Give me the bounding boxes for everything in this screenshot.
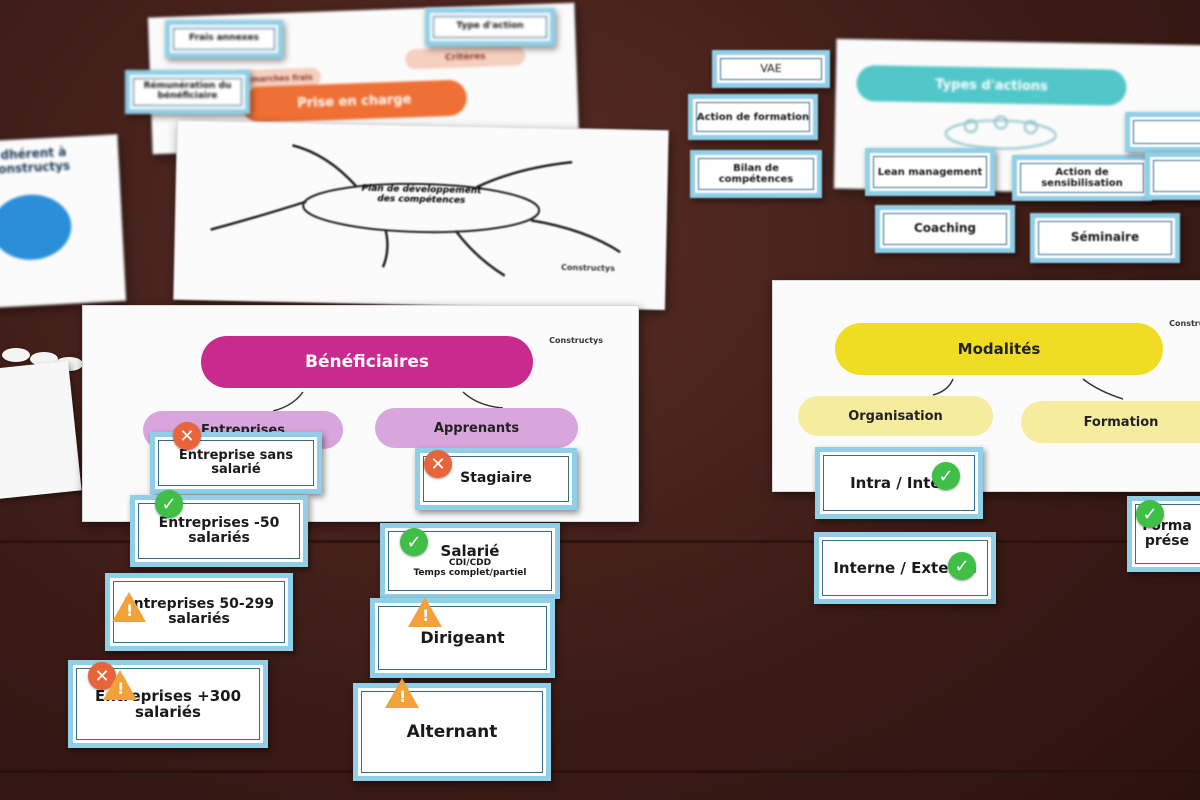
blue-circle-shape	[0, 192, 73, 262]
benef-logo: Constructys	[549, 336, 603, 345]
warning-icon: !	[112, 592, 146, 622]
card-entreprises-plus-300: Entreprises +300 salariés	[68, 660, 268, 748]
card-intra-inter: Intra / Inter	[815, 447, 983, 519]
x-icon: ✕	[424, 450, 452, 478]
adherent-line2: onstructys	[0, 158, 71, 177]
pill-prise-en-charge: Prise en charge	[241, 79, 468, 124]
check-icon: ✓	[400, 528, 428, 556]
sheet-plan-developpement: Plan de développement des compétences Co…	[173, 119, 669, 311]
check-icon: ✓	[948, 552, 976, 580]
salarie-sub1: CDI/CDD	[448, 558, 492, 569]
card-entreprise-sans-salarie: Entreprise sans salarié	[150, 432, 322, 494]
card-frais-annexes: Frais annexes	[165, 20, 283, 58]
card-bilan-competences: Bilan de compétences	[690, 150, 822, 198]
envelope	[0, 360, 82, 500]
table-seam	[0, 540, 1200, 543]
pill-apprenants: Apprenants	[375, 408, 578, 448]
card-vae: VAE	[712, 50, 830, 88]
sheet-modalites: Modalités Constructys Organisation Forma…	[772, 280, 1200, 492]
white-disk	[2, 348, 30, 362]
salarie-label: Salarié	[440, 541, 500, 560]
sheet-types-actions: Types d'actions	[833, 38, 1200, 196]
plan-title: Plan de développement des compétences	[361, 183, 482, 206]
sheet-left-adherent: dhérent à onstructys	[0, 134, 127, 309]
pill-criteres: Critères	[405, 45, 526, 70]
plan-diagram-arrows	[210, 144, 621, 277]
warning-icon: !	[408, 597, 442, 627]
check-icon: ✓	[155, 490, 183, 518]
pill-organisation: Organisation	[798, 396, 993, 436]
table-seam	[0, 770, 1200, 773]
pill-beneficiaires: Bénéficiaires	[201, 336, 533, 388]
card-type-action: Type d'action	[425, 8, 555, 46]
plan-logo: Constructys	[560, 262, 616, 274]
card-partial-right-2	[1145, 152, 1200, 200]
salarie-sub2: Temps complet/partiel	[413, 568, 527, 579]
card-action-sensibilisation: Action de sensibilisation	[1012, 155, 1152, 201]
pill-types-actions: Types d'actions	[856, 65, 1127, 106]
card-entreprises-50-299: Entreprises 50-299 salariés	[105, 573, 293, 651]
card-formation-presentiel: Forma prése	[1127, 496, 1200, 572]
card-lean-management: Lean management	[865, 148, 995, 196]
warning-icon: !	[103, 670, 137, 700]
card-coaching: Coaching	[875, 205, 1015, 253]
card-remuneration: Rémunération du bénéficiaire	[125, 70, 250, 114]
card-alternant: Alternant	[353, 683, 551, 781]
warning-icon: !	[385, 678, 419, 708]
pill-modalites: Modalités	[835, 323, 1163, 375]
sheet-beneficiaires: Bénéficiaires Constructys Entreprises Ap…	[82, 305, 639, 522]
card-partial-right-1	[1125, 112, 1200, 152]
pill-formation: Formation	[1021, 401, 1200, 443]
card-seminaire: Séminaire	[1030, 213, 1180, 263]
modal-logo: Constructys	[1169, 319, 1200, 328]
check-icon: ✓	[1136, 500, 1164, 528]
card-dirigeant: Dirigeant	[370, 598, 555, 678]
x-icon: ✕	[173, 422, 201, 450]
people-illustration-icon	[944, 115, 1057, 150]
check-icon: ✓	[932, 462, 960, 490]
card-action-formation: Action de formation	[688, 94, 818, 140]
